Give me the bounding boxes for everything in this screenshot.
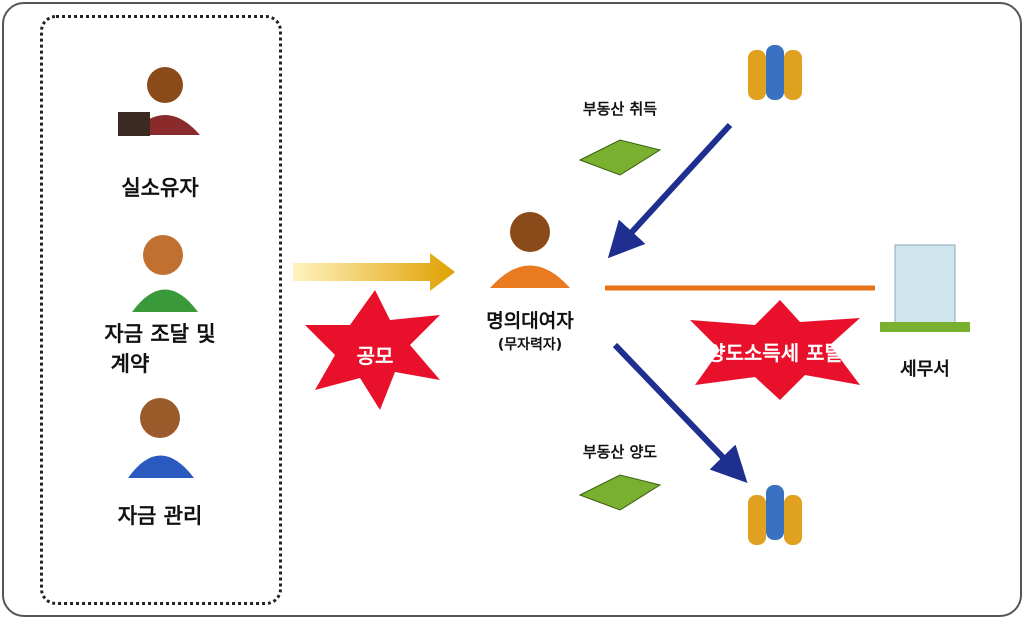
funding-person-icon	[132, 235, 198, 312]
funding-label: 자금 조달 및	[104, 322, 216, 346]
conspiracy-arrow	[293, 253, 455, 291]
acquire-arrow	[607, 122, 733, 259]
acquire-label: 부동산 취득	[582, 100, 658, 118]
nominee-person-icon	[490, 212, 570, 288]
tax-office-building-icon	[880, 244, 970, 332]
buyer-group-icon	[748, 45, 802, 100]
land-icon	[578, 139, 662, 176]
nominee-label: 명의대여자	[486, 310, 574, 332]
nominee-note: (무자력자)	[497, 337, 563, 353]
conspiracy-label: 공모	[356, 344, 394, 368]
evasion-label: 양도소득세 포탈	[707, 341, 843, 365]
seller-group-icon	[748, 485, 802, 545]
transfer-arrow	[612, 342, 748, 483]
transfer-label: 부동산 양도	[582, 443, 658, 461]
actor-group-box	[40, 15, 282, 605]
manager-person-icon	[128, 398, 194, 478]
tax-office-label: 세무서	[900, 359, 950, 380]
conspiracy-burst	[305, 290, 440, 410]
owner-person-icon	[118, 67, 200, 136]
evasion-burst	[690, 300, 860, 400]
contract-label: 계약	[110, 352, 150, 376]
owner-label: 실소유자	[121, 176, 199, 200]
land-icon	[578, 474, 662, 511]
management-label: 자금 관리	[117, 504, 203, 528]
